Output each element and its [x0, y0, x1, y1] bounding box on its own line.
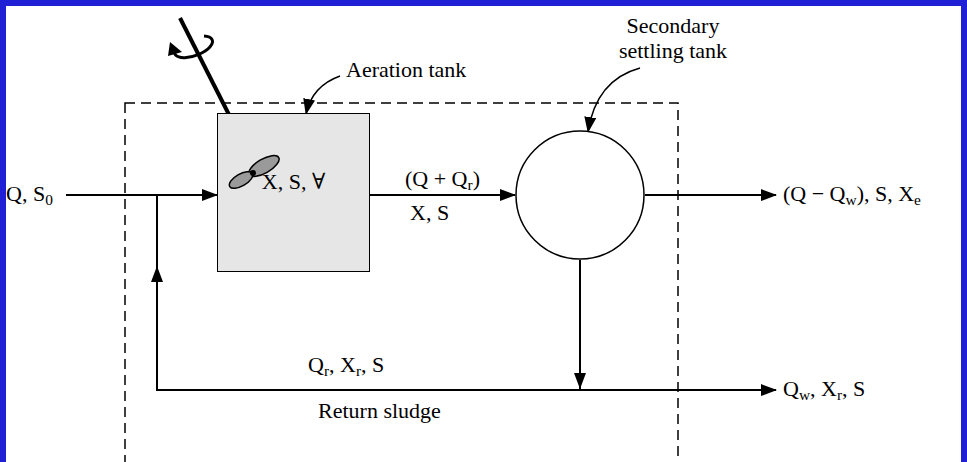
- flow-label: Q, S0: [6, 181, 53, 206]
- flow-label: Qw, Xr, S: [783, 376, 865, 401]
- flow-label: X, S: [410, 200, 449, 225]
- flow-connector: [370, 194, 515, 196]
- aeration-tank: Aeration tankX, S, ∀: [217, 113, 370, 272]
- edge-label: (Q + Qr): [405, 166, 480, 191]
- leader-arrow: [306, 76, 340, 114]
- flow-label: Return sludge: [318, 398, 441, 423]
- settling-tank: Secondary settling tank: [515, 130, 645, 260]
- tank-outline: [515, 130, 645, 260]
- effluent-line: [645, 194, 776, 196]
- frame: [3, 3, 964, 462]
- rotation-arrow: [168, 42, 182, 56]
- influent-line: [66, 194, 158, 196]
- flow-label: (Q − Qw), S, Xe: [783, 181, 921, 206]
- tank-contents: X, S, ∀: [218, 169, 369, 194]
- tank-name: Aeration tank: [346, 57, 466, 82]
- tank-name: Secondary settling tank: [603, 13, 743, 64]
- rotation-arrow: [174, 36, 212, 58]
- system-boundary: [125, 103, 678, 462]
- leader-arrow: [588, 68, 640, 132]
- waste-line: [580, 389, 776, 391]
- flow-label: Qr, Xr, S: [308, 352, 384, 377]
